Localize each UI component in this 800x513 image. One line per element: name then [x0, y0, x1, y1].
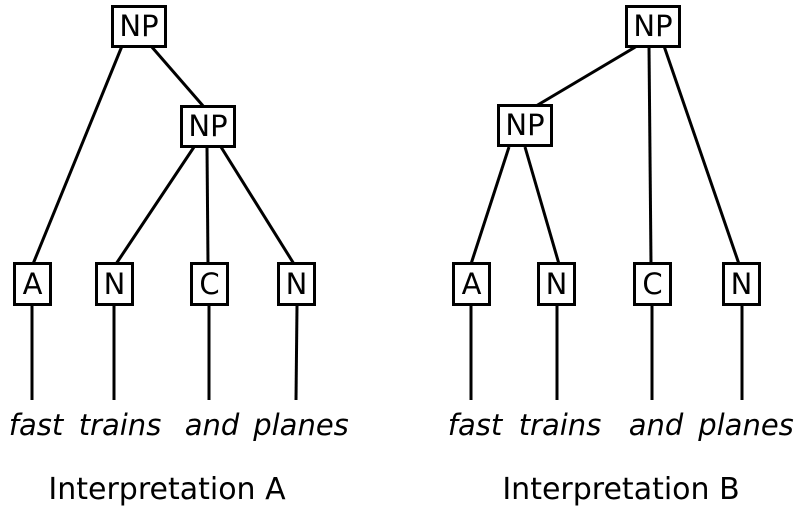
- tree-b-root-np-node: NP: [625, 5, 681, 48]
- tree-a-root-np-node: NP: [111, 5, 167, 48]
- tree-b-leaf-n2-node: N: [722, 262, 761, 306]
- tree-a-leaf-a-node: A: [13, 262, 52, 306]
- edge-b-root-to-c: [647, 45, 653, 265]
- edge-a-root-to-a: [31, 45, 124, 265]
- tree-a-leaf-n2-node: N: [277, 262, 316, 306]
- tree-a-caption: Interpretation A: [48, 472, 286, 507]
- tree-b-inner-np-node: NP: [497, 104, 553, 147]
- edge-a-innernp-to-n2: [219, 146, 296, 265]
- stem-a-planes: [294, 305, 299, 401]
- tree-a-inner-np-node: NP: [180, 105, 236, 148]
- tree-a-word-fast: fast: [8, 408, 64, 442]
- edge-b-innernp-to-a: [469, 146, 511, 265]
- tree-b-leaf-n1-node: N: [537, 262, 576, 306]
- edge-b-root-to-innernp: [535, 44, 638, 108]
- tree-b-caption: Interpretation B: [502, 472, 740, 507]
- tree-b-word-and: and: [628, 408, 684, 442]
- tree-b-word-trains: trains: [518, 408, 602, 442]
- edge-b-root-to-n2: [662, 45, 741, 265]
- tree-b-leaf-a-node: A: [452, 262, 491, 306]
- edge-a-innernp-to-c: [205, 146, 210, 265]
- tree-a-leaf-c-node: C: [190, 262, 229, 306]
- tree-b-word-fast: fast: [447, 408, 503, 442]
- tree-a-word-and: and: [184, 408, 240, 442]
- tree-b-leaf-c-node: C: [633, 262, 672, 306]
- edge-a-innernp-to-n1: [114, 146, 196, 265]
- tree-a-word-trains: trains: [78, 408, 162, 442]
- edge-a-root-to-innernp: [149, 45, 206, 108]
- tree-a-word-planes: planes: [253, 408, 349, 442]
- tree-b-word-planes: planes: [698, 408, 794, 442]
- edge-b-innernp-to-n1: [523, 146, 561, 265]
- tree-a-leaf-n1-node: N: [95, 262, 134, 306]
